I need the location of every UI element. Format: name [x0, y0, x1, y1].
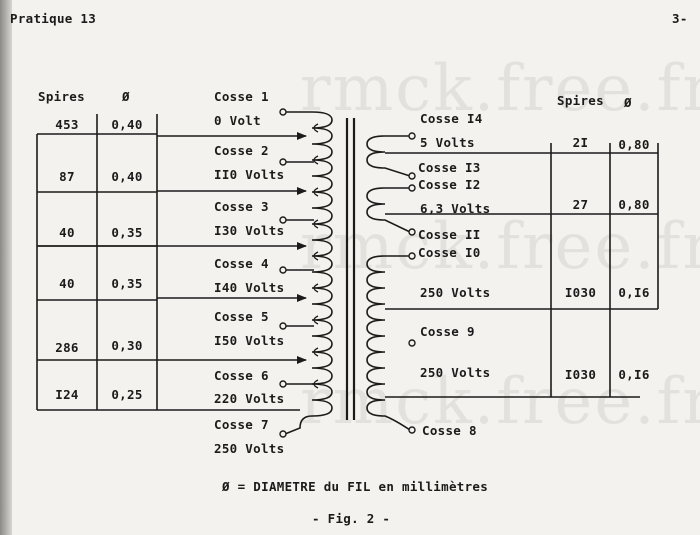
page-number: 3- — [672, 11, 688, 26]
primary-coil — [284, 111, 333, 435]
secondary-cosse-label: Cosse I0 — [418, 245, 481, 260]
primary-cosse-label: Cosse 7 — [214, 417, 269, 432]
page-header: Pratique 13 — [10, 11, 97, 26]
primary-cosse-label: Cosse 6 — [214, 368, 269, 383]
primary-cosse-label: Cosse 3 — [214, 199, 269, 214]
secondary-cosse-label: Cosse I4 — [420, 111, 483, 126]
terminal-cosse-2 — [279, 158, 287, 166]
left-table-header-diameter: Ø — [122, 89, 130, 104]
right-diameter-cell: 0,80 — [618, 197, 650, 212]
secondary-voltage-label: 5 Volts — [420, 135, 475, 150]
primary-voltage-label: 220 Volts — [214, 391, 285, 406]
terminal-cosse-5 — [279, 322, 287, 330]
secondary-cosse-label: Cosse I2 — [418, 177, 481, 192]
left-diameter-cell: 0,25 — [111, 387, 143, 402]
primary-cosse-label: Cosse 2 — [214, 143, 269, 158]
terminal-cosse-14 — [408, 132, 416, 140]
left-table-header-spires: Spires — [38, 89, 85, 104]
secondary-voltage-label: 250 Volts — [420, 285, 491, 300]
terminal-cosse-4 — [279, 266, 287, 274]
right-diameter-cell: 0,80 — [618, 137, 650, 152]
watermark: rmck.free.fr — [300, 210, 700, 284]
secondary-cosse-label: Cosse II — [418, 227, 481, 242]
right-diameter-cell: 0,I6 — [618, 367, 650, 382]
secondary-coil-250v — [366, 255, 411, 431]
right-table-header-spires: Spires — [557, 93, 604, 108]
terminal-cosse-13 — [408, 172, 416, 180]
primary-voltage-label: 0 Volt — [214, 113, 261, 128]
terminal-cosse-7 — [279, 430, 287, 438]
secondary-voltage-label: 6,3 Volts — [420, 201, 491, 216]
watermark: rmck.free.fr — [300, 52, 700, 126]
diameter-footnote: Ø = DIAMETRE du FIL en millimètres — [222, 479, 489, 494]
primary-cosse-label: Cosse 5 — [214, 309, 269, 324]
primary-voltage-label: I30 Volts — [214, 223, 285, 238]
secondary-cosse-label: Cosse 8 — [422, 423, 477, 438]
terminal-cosse-9 — [408, 339, 416, 347]
left-diameter-cell: 0,35 — [111, 276, 143, 291]
primary-voltage-label: II0 Volts — [214, 167, 285, 182]
left-spires-cell: 87 — [59, 169, 75, 184]
primary-cosse-label: Cosse 1 — [214, 89, 269, 104]
terminal-cosse-11 — [408, 228, 416, 236]
right-spires-cell: 27 — [572, 197, 589, 212]
left-diameter-cell: 0,40 — [111, 169, 143, 184]
terminal-cosse-6 — [279, 380, 287, 388]
secondary-cosse-label: Cosse I3 — [418, 160, 481, 175]
terminal-cosse-8 — [408, 426, 416, 434]
left-spires-cell: 286 — [55, 340, 79, 355]
primary-voltage-label: I50 Volts — [214, 333, 285, 348]
left-spires-cell: I24 — [55, 387, 79, 402]
figure-caption: - Fig. 2 - — [312, 511, 391, 526]
terminal-cosse-12 — [408, 184, 416, 192]
right-diameter-cell: 0,I6 — [618, 285, 650, 300]
right-table-header-diameter: Ø — [624, 95, 632, 110]
terminal-cosse-1 — [279, 108, 287, 116]
right-spires-cell: I030 — [564, 367, 597, 382]
secondary-coil-5v — [366, 135, 411, 177]
left-diameter-cell: 0,30 — [111, 338, 143, 353]
secondary-coil-63v — [366, 187, 411, 233]
right-spires-cell: 2I — [572, 135, 589, 150]
left-diameter-cell: 0,40 — [111, 117, 143, 132]
primary-voltage-label: 250 Volts — [214, 441, 285, 456]
left-diameter-cell: 0,35 — [111, 225, 143, 240]
left-spires-cell: 453 — [55, 117, 79, 132]
terminal-cosse-10 — [408, 252, 416, 260]
primary-voltage-label: I40 Volts — [214, 280, 285, 295]
secondary-voltage-label: 250 Volts — [420, 365, 491, 380]
left-spires-cell: 40 — [59, 276, 75, 291]
primary-cosse-label: Cosse 4 — [214, 256, 269, 271]
right-spires-cell: I030 — [564, 285, 597, 300]
left-spires-cell: 40 — [59, 225, 75, 240]
secondary-cosse-label: Cosse 9 — [420, 324, 475, 339]
terminal-cosse-3 — [279, 216, 287, 224]
